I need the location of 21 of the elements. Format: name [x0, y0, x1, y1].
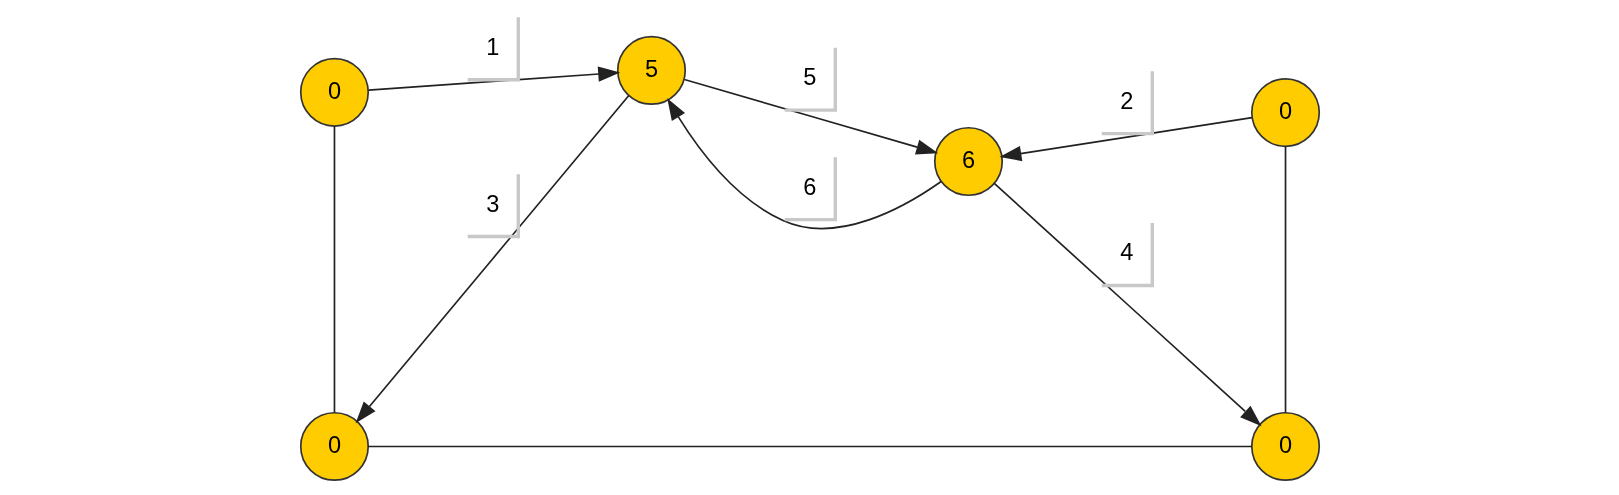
edge-label: 4 — [1119, 239, 1133, 266]
node-circle: 0 — [299, 57, 369, 127]
edge-label: 2 — [1119, 87, 1133, 114]
connector — [1284, 145, 1286, 414]
arrow — [992, 182, 1262, 427]
node-circle: 0 — [1250, 411, 1320, 482]
node-circle: 0 — [1250, 78, 1320, 148]
edge-label: 1 — [485, 33, 499, 60]
arrow — [367, 17, 620, 91]
arrow — [355, 94, 630, 424]
edge-label: 3 — [485, 190, 499, 217]
connector — [366, 445, 1253, 448]
arrow — [683, 47, 938, 155]
arrow — [666, 98, 942, 230]
node-circle: 5 — [616, 35, 686, 105]
edge-label: 6 — [802, 173, 816, 200]
node-circle: 6 — [933, 126, 1003, 197]
connector — [333, 125, 335, 414]
node-circle: 0 — [299, 411, 369, 482]
edge-label: 5 — [802, 64, 816, 91]
arrow — [998, 71, 1253, 162]
